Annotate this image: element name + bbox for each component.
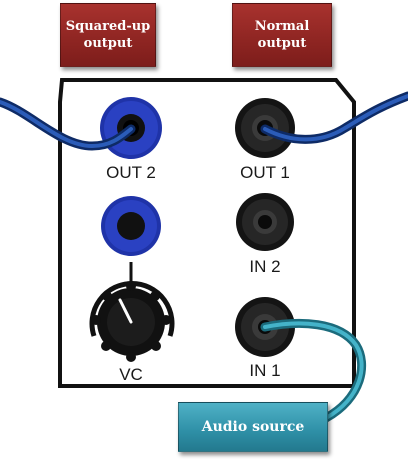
squared-up-output-label: Squared-up output [60,3,156,67]
audio-source-label: Audio source [178,402,328,452]
in2-jack[interactable] [236,193,294,251]
in2-label: IN 2 [249,257,280,276]
normal-output-label: Normal output [232,3,332,67]
out1-label: OUT 1 [240,163,290,182]
vc-knob[interactable] [89,262,175,362]
vc-label: VC [119,365,143,384]
vc-jack[interactable] [101,196,161,256]
in1-label: IN 1 [249,361,280,380]
out2-label: OUT 2 [106,163,156,182]
knob-pointer [118,298,133,324]
